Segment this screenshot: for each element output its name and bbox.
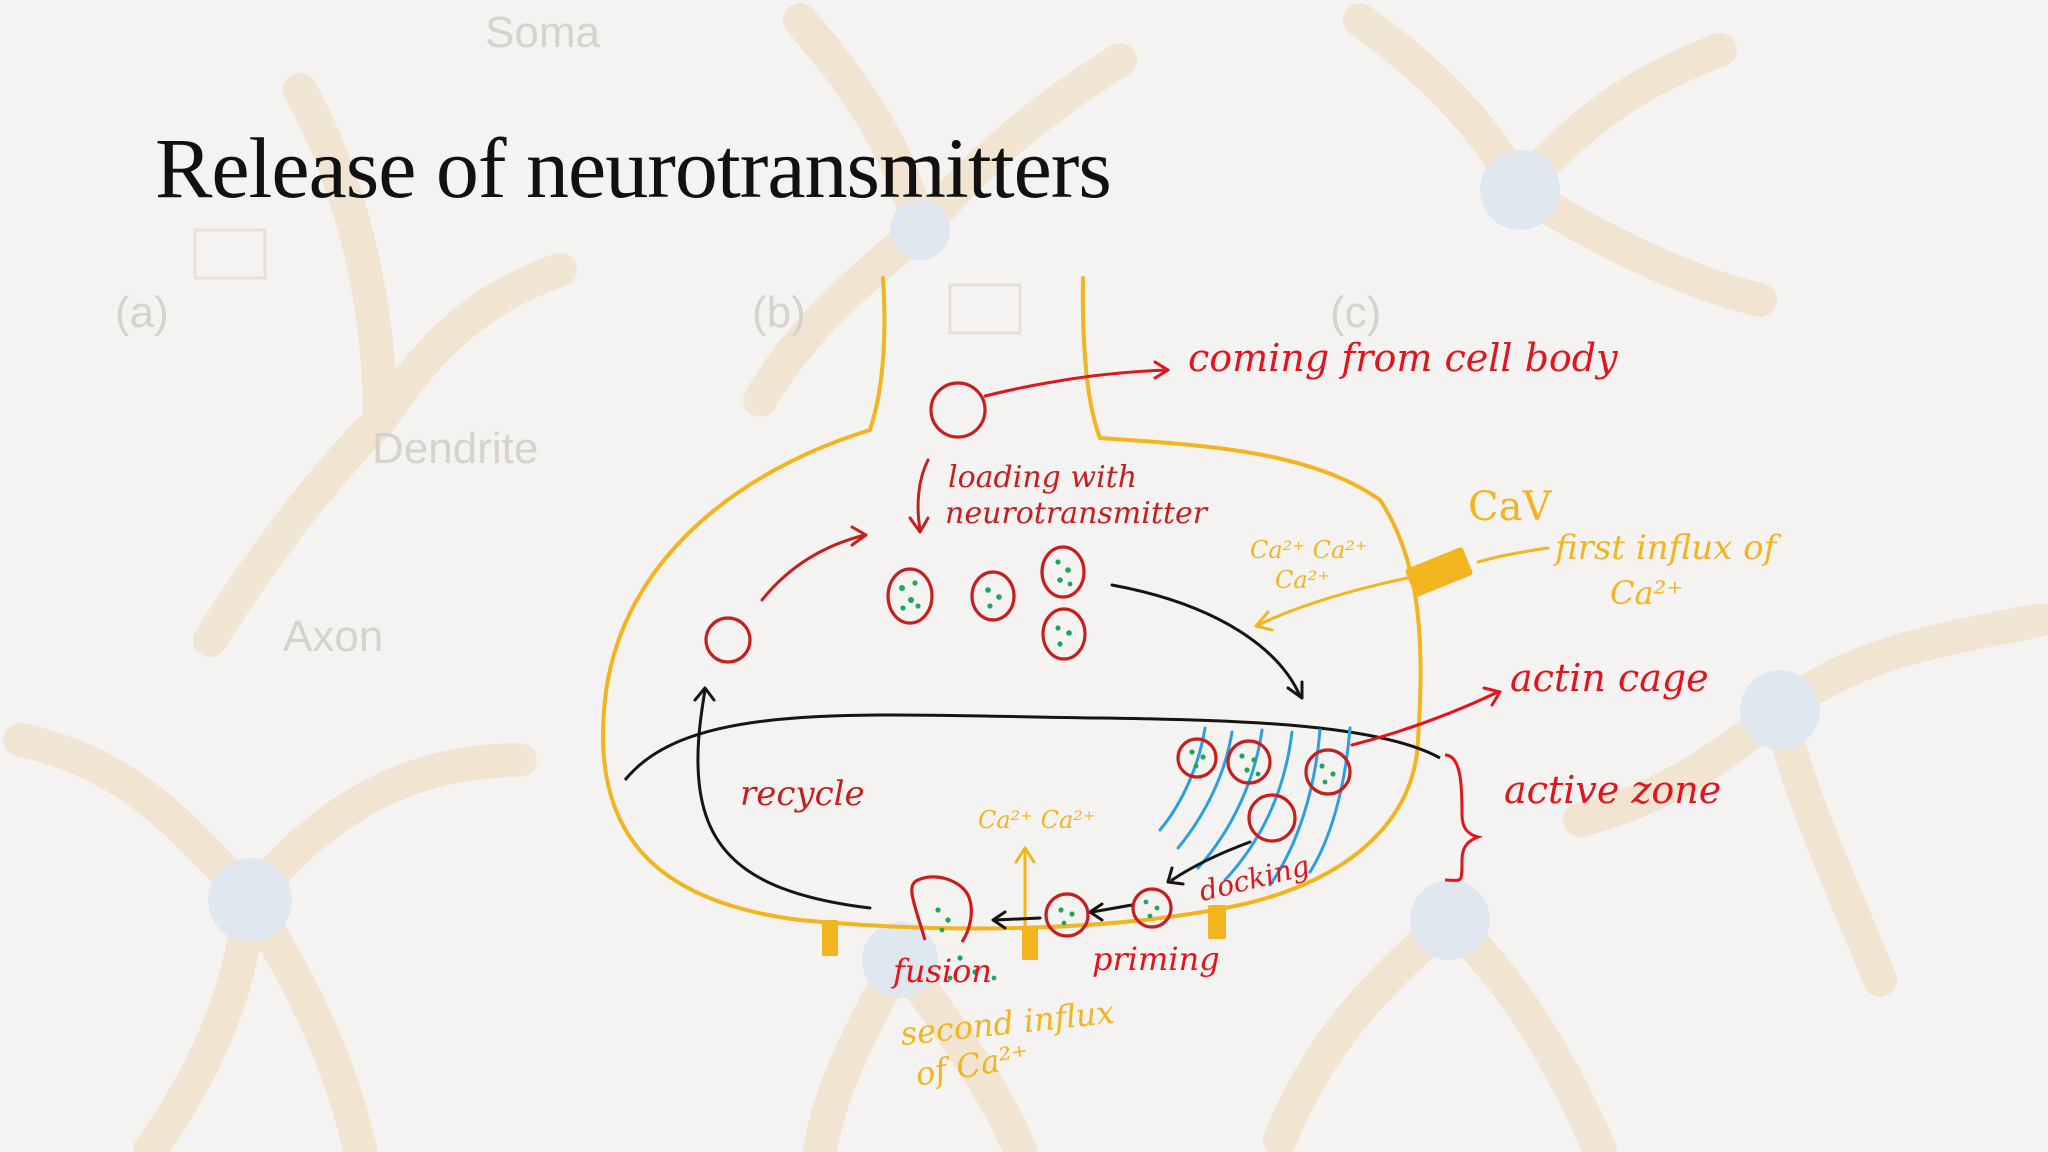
arrow-to-active-zone — [1110, 583, 1302, 698]
arrow-cav-influx — [1256, 575, 1414, 627]
slide-title: Release of neurotransmitters — [155, 120, 1112, 216]
label-neurotransmitter: neurotransmitter — [945, 496, 1208, 531]
arrow-coming-from-cell-body — [983, 368, 1170, 398]
label-ca-near-membrane: Ca²⁺ Ca²⁺ — [978, 806, 1096, 834]
arrow-recycle-up — [696, 688, 872, 910]
label-ca-cluster-top: Ca²⁺ Ca²⁺ — [1250, 536, 1368, 564]
vesicle-filled — [1040, 545, 1086, 599]
actin-cage-boundary — [623, 713, 1441, 781]
actin-filaments — [1158, 726, 1352, 887]
arrow-fusion — [993, 916, 1042, 922]
label-first-influx-ca: Ca²⁺ — [1610, 574, 1684, 612]
vesicle-docked — [1131, 887, 1173, 929]
vesicle-filled — [1041, 607, 1087, 661]
label-actin-cage: actin cage — [1510, 656, 1709, 700]
label-first-influx: first influx of — [1555, 528, 1777, 568]
vesicle-filled — [1304, 748, 1352, 796]
vesicle-empty-active-zone — [1247, 793, 1297, 843]
bg-label-dendrite: Dendrite — [372, 424, 539, 473]
arrow-priming — [1090, 903, 1134, 914]
vesicle-filled — [1226, 739, 1272, 785]
label-fusion: fusion — [893, 952, 992, 990]
bg-label-c: (c) — [1330, 288, 1382, 337]
arrow-actin-cage — [1350, 690, 1500, 747]
channel-left — [822, 920, 838, 956]
bg-label-b: (b) — [752, 288, 806, 337]
arrow-loading — [916, 458, 930, 532]
calcium-channels — [822, 547, 1473, 960]
active-zone-bracket — [1444, 753, 1484, 882]
vesicle-filled — [970, 570, 1016, 622]
label-priming: priming — [1092, 940, 1220, 978]
channel-mid — [1022, 928, 1038, 960]
bg-label-soma: Soma — [485, 8, 600, 57]
bg-label-axon: Axon — [283, 612, 384, 661]
vesicle-filled — [1176, 737, 1218, 779]
label-recycle: recycle — [740, 774, 865, 814]
vesicle-incoming-empty — [929, 381, 987, 439]
channel-right — [1208, 905, 1226, 939]
arrow-recycle-to-loading — [760, 533, 867, 602]
neurotransmitter-dots — [899, 559, 1336, 981]
arrow-docking — [1170, 840, 1252, 882]
vesicle-primed — [1044, 892, 1090, 938]
label-loading-with: loading with — [948, 460, 1138, 495]
bg-label-a: (a) — [115, 288, 169, 337]
label-cav: CaV — [1468, 484, 1552, 530]
arrow-first-influx-label — [1476, 546, 1550, 564]
label-ca-cluster-bottom: Ca²⁺ — [1275, 566, 1330, 594]
label-active-zone: active zone — [1504, 768, 1722, 812]
vesicle-recycled-empty — [704, 616, 752, 664]
filled-vesicles — [886, 545, 1352, 938]
axon-terminal-outline — [600, 276, 1423, 931]
vesicle-filled — [886, 567, 934, 625]
fusion-vesicle — [910, 875, 973, 943]
cav-channel-upper — [1405, 547, 1473, 597]
label-coming-from-cell-body: coming from cell body — [1188, 336, 1618, 380]
